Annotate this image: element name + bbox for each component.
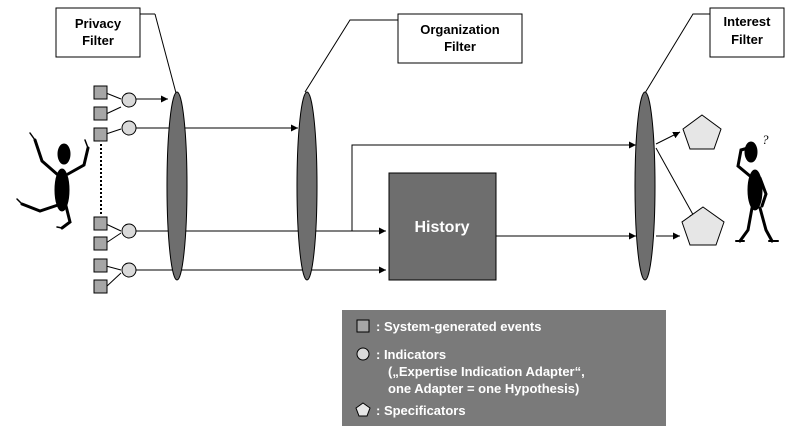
interest-leader [644,13,710,94]
legend-event-icon [356,319,370,333]
privacy-filter-callout: Privacy Filter [55,7,177,94]
indicator-circle [121,262,137,278]
arrow-bypass-interest [351,141,636,231]
history-box [388,172,497,281]
indicator-circle [121,92,137,108]
privacy-callout-box [55,7,141,58]
indicator-circles [121,92,137,278]
organization-filter-callout: Organization Filter [304,13,523,93]
event-square [93,127,108,142]
interest-filter-callout: Interest Filter [644,7,785,94]
history-block: History [388,172,497,281]
legend-indicators-label: : Indicators [376,347,446,362]
event-square [93,85,108,100]
event-square [93,216,108,231]
legend: : System-generated events : Indicators (… [342,310,666,426]
arrow-interest-specificator-bottom-1 [655,147,697,221]
organization-leader [304,19,398,93]
indicator-circle [121,120,137,136]
legend-specificators-label: : Specificators [376,403,466,418]
organization-callout-line2: Filter [444,39,476,54]
indicator-circle [121,223,137,239]
interest-filter [634,91,656,281]
event-square [93,236,108,251]
legend-events-label: : System-generated events [376,319,541,334]
event-square [93,106,108,121]
puzzled-person-figure [735,141,779,243]
privacy-callout-line1: Privacy [75,16,122,31]
specificator-pentagon-bottom [681,206,725,246]
event-indicator-links [105,92,122,288]
legend-box [342,310,666,426]
legend-specificator-icon [355,402,371,417]
interest-callout-line2: Filter [731,32,763,47]
privacy-filter [166,91,188,281]
system-event-squares [93,85,108,294]
question-mark: ? [762,132,769,147]
organization-callout-box [397,13,523,64]
interest-callout-line1: Interest [724,14,772,29]
event-square [93,279,108,294]
event-square [93,258,108,273]
arrow-interest-specificator-top [655,131,681,145]
specificator-pentagon-top [682,114,722,150]
legend-indicator-icon [356,347,370,361]
organization-callout-line1: Organization [420,22,500,37]
privacy-leader [154,13,177,94]
history-label: History [414,219,469,236]
cheering-person-figure [16,132,90,230]
interest-callout-box [709,7,785,58]
organization-filter [296,91,318,281]
privacy-callout-line2: Filter [82,33,114,48]
legend-indicators-detail-1: („Expertise Indication Adapter“, [388,364,585,379]
legend-indicators-detail-2: one Adapter = one Hypothesis) [388,381,579,396]
